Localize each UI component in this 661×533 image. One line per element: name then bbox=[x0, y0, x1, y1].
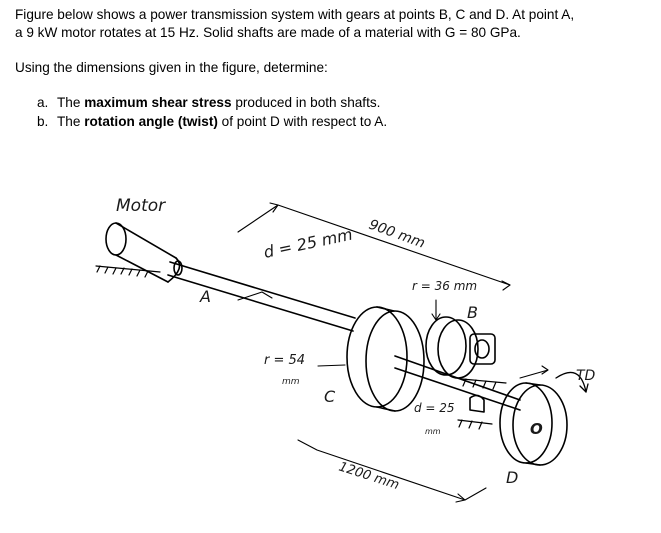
label-r-c-unit: mm bbox=[282, 377, 300, 387]
dimension-900 bbox=[237, 202, 511, 291]
task-a-pre: The bbox=[57, 95, 85, 110]
gear-d bbox=[499, 382, 568, 466]
task-b-pre: The bbox=[57, 113, 85, 129]
motor-body bbox=[105, 222, 181, 283]
label-point-a: A bbox=[199, 287, 211, 306]
figure-drawing bbox=[95, 202, 589, 503]
shaft-lower bbox=[394, 355, 521, 430]
label-len-bottom: 1200 mm bbox=[337, 460, 401, 494]
task-a-marker: a. bbox=[37, 95, 49, 110]
label-point-o: O bbox=[530, 420, 543, 438]
label-d-bottom-unit: mm bbox=[425, 427, 441, 436]
label-point-d: D bbox=[506, 468, 518, 487]
leader-arrows bbox=[237, 291, 549, 379]
task-b-post: of point D with respect to A. bbox=[217, 113, 388, 129]
label-point-b: B bbox=[467, 303, 478, 322]
wall-hatch bbox=[95, 265, 161, 278]
task-list: a. The maximum shear stress produced in b… bbox=[15, 94, 655, 131]
task-b: b. The rotation angle (twist) of point D … bbox=[37, 113, 655, 132]
label-motor: Motor bbox=[116, 196, 166, 216]
intro-line-2: a 9 kW motor rotates at 15 Hz. Solid sha… bbox=[15, 25, 521, 40]
torque-arc bbox=[555, 371, 589, 393]
label-r-c: r = 54 bbox=[264, 353, 305, 368]
label-d-bottom: d = 25 bbox=[414, 401, 455, 415]
task-b-marker: b. bbox=[37, 113, 49, 129]
intro-line-1: Figure below shows a power transmission … bbox=[15, 7, 575, 22]
label-torque: TD bbox=[576, 368, 596, 384]
lead-text: Using the dimensions given in the figure… bbox=[15, 60, 328, 75]
label-d-top: d = 25 mm bbox=[262, 225, 354, 262]
shaft-upper bbox=[167, 260, 356, 332]
label-point-c: C bbox=[324, 387, 336, 406]
problem-statement: Figure below shows a power transmission … bbox=[15, 6, 655, 131]
bearing-block bbox=[461, 333, 507, 390]
task-a-bold: maximum shear stress bbox=[84, 95, 232, 110]
task-a-post: produced in both shafts. bbox=[231, 95, 381, 110]
label-r-b: r = 36 mm bbox=[412, 279, 477, 293]
task-b-bold: rotation angle (twist) bbox=[84, 113, 218, 129]
task-a: a. The maximum shear stress produced in b… bbox=[37, 94, 655, 113]
dimension-1200 bbox=[297, 439, 487, 503]
gear-c bbox=[346, 306, 425, 412]
